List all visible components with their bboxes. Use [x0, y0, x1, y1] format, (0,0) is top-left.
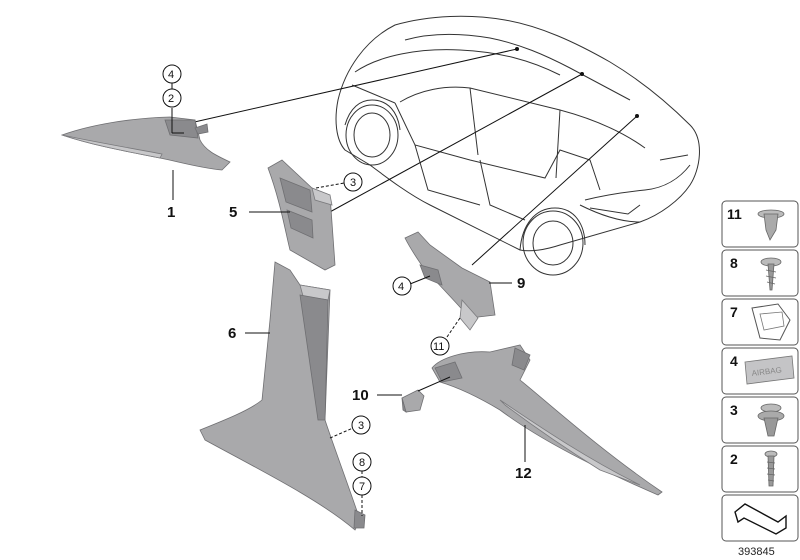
svg-text:3: 3 — [730, 402, 738, 418]
anchor-dot — [635, 114, 639, 118]
svg-text:4: 4 — [730, 353, 738, 369]
airbag-badge-icon: AIRBAG — [744, 355, 795, 385]
ref-circle-3: 3 — [343, 172, 363, 192]
callout-6: 6 — [228, 325, 236, 342]
svg-text:11: 11 — [727, 206, 742, 222]
svg-text:2: 2 — [168, 93, 174, 105]
ref-circle-3b: 3 — [351, 415, 371, 435]
fastener-legend: 11 8 7 4 — [721, 200, 799, 542]
push-rivet-icon — [757, 209, 785, 241]
svg-text:8: 8 — [730, 255, 738, 271]
part-5-trim — [267, 159, 336, 271]
bolt-icon — [764, 450, 778, 487]
ref-circle-4: 4 — [162, 64, 182, 84]
legend-item[interactable]: 11 — [721, 200, 799, 248]
svg-text:8: 8 — [359, 457, 365, 469]
legend-item[interactable]: 3 — [721, 396, 799, 444]
legend-item[interactable]: 8 — [721, 249, 799, 297]
screw-icon — [760, 257, 782, 291]
svg-text:AIRBAG: AIRBAG — [751, 365, 782, 378]
callout-10: 10 — [352, 387, 369, 404]
ref-circle-11: 11 — [430, 336, 450, 356]
legend-item[interactable]: 2 — [721, 445, 799, 493]
part-12-trim — [431, 344, 663, 496]
svg-text:4: 4 — [398, 281, 404, 293]
ref-circle-7: 7 — [352, 476, 372, 496]
svg-text:7: 7 — [730, 304, 738, 320]
svg-text:2: 2 — [730, 451, 738, 467]
part-9-trim — [404, 231, 496, 331]
callout-12: 12 — [515, 465, 532, 482]
leader-lines — [189, 47, 639, 266]
callout-1: 1 — [167, 204, 175, 221]
part-10-clip — [401, 389, 425, 413]
legend-item[interactable]: 4 AIRBAG — [721, 347, 799, 395]
ref-circle-8: 8 — [352, 452, 372, 472]
legend-item[interactable] — [721, 494, 799, 542]
svg-text:4: 4 — [168, 69, 174, 81]
clip-icon — [751, 303, 791, 341]
shape-arrow-icon — [734, 503, 787, 535]
callout-5: 5 — [229, 204, 237, 221]
legend-item[interactable]: 7 — [721, 298, 799, 346]
anchor-dot — [515, 47, 519, 51]
anchor-dot — [580, 72, 584, 76]
part-1-trim — [60, 116, 231, 171]
callout-9: 9 — [517, 275, 525, 292]
svg-text:7: 7 — [359, 481, 365, 493]
expanding-rivet-icon — [757, 403, 785, 437]
svg-text:3: 3 — [358, 420, 364, 432]
svg-text:11: 11 — [433, 341, 444, 353]
svg-text:3: 3 — [350, 177, 356, 189]
ref-circle-2: 2 — [162, 88, 182, 108]
part-6-trim — [199, 261, 366, 531]
car-outline — [335, 15, 700, 276]
reference-number: 393845 — [738, 546, 775, 558]
ref-circle-4b: 4 — [392, 276, 412, 296]
